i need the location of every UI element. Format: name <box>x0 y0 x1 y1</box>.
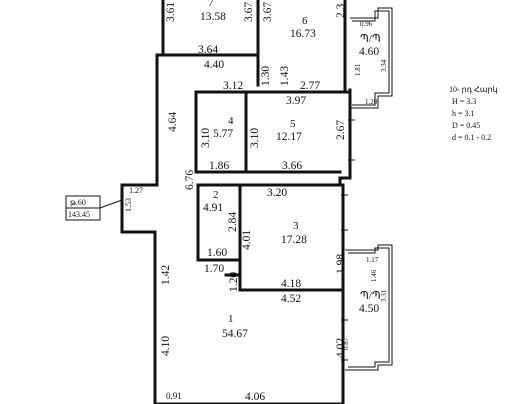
dim-277: 2.77 <box>300 80 320 92</box>
room-7-number: 7 <box>208 0 214 9</box>
dim-366: 3.66 <box>282 160 302 172</box>
info-line-3: D = 0.45 <box>452 121 480 130</box>
dim-146: 1.46 <box>370 269 378 282</box>
small-dimension-labels: 0.96 1.81 3.34 1.20 1.17 1.46 3.31 0.87 <box>342 20 388 350</box>
label-box-top: թ.60 <box>70 198 86 207</box>
dim-464: 4.64 <box>167 112 179 132</box>
dim-284: 2.84 <box>227 212 239 232</box>
dimension-labels: 3.61 3.67 3.67 2.3 3.64 4.40 1.30 1.43 3… <box>124 2 347 403</box>
dim-406: 4.06 <box>245 391 265 403</box>
dim-091: 0.91 <box>166 391 182 401</box>
dim-186: 1.86 <box>209 160 229 172</box>
dim-181: 1.81 <box>354 63 362 76</box>
dim-402: 4.02 <box>335 338 347 358</box>
dim-198: 1.98 <box>335 254 347 274</box>
room-6-area: 16.73 <box>290 28 316 40</box>
dim-130: 1.30 <box>260 66 272 86</box>
room-3-area: 17.28 <box>281 234 307 246</box>
dim-267: 2.67 <box>335 120 347 140</box>
room-5-number: 5 <box>290 118 296 130</box>
dim-452: 4.52 <box>281 293 301 305</box>
dim-361: 3.61 <box>165 2 177 22</box>
info-line-4: d = 0.1 - 0.2 <box>452 133 491 142</box>
info-line-1: H = 3.3 <box>452 97 476 106</box>
dim-334: 3.34 <box>380 59 388 72</box>
dim-367a: 3.67 <box>243 2 255 22</box>
dim-364: 3.64 <box>198 44 218 56</box>
balcony-bottom-area: 4.50 <box>359 303 379 315</box>
dim-160: 1.60 <box>207 247 227 259</box>
dim-418: 4.18 <box>281 278 301 290</box>
dim-153: 1.53 <box>124 198 133 212</box>
room-3-number: 3 <box>293 220 299 232</box>
info-block: 10- րդ Հարկ H = 3.3 h = 3.1 D = 0.45 d =… <box>449 85 498 142</box>
dim-170: 1.70 <box>204 263 224 275</box>
dim-310b: 3.10 <box>249 128 261 148</box>
balcony-bottom <box>345 244 393 371</box>
dim-143: 1.43 <box>279 66 291 86</box>
balcony-top-area: 4.60 <box>359 46 379 58</box>
dim-397: 3.97 <box>286 95 306 107</box>
dim-410: 4.10 <box>160 336 172 356</box>
dim-676: 6.76 <box>184 170 196 190</box>
balcony-top-label: Պ/Պ <box>360 33 381 45</box>
dim-087: 0.87 <box>342 337 350 350</box>
room-labels: 7 13.58 6 16.73 4 5.77 5 12.17 2 4.91 3 … <box>200 0 381 340</box>
info-title: 10- րդ Հարկ <box>449 85 498 94</box>
balcony-top <box>350 7 393 109</box>
dim-331: 3.31 <box>380 289 388 302</box>
room-7-area: 13.58 <box>200 11 226 23</box>
dim-142: 1.42 <box>160 265 172 285</box>
info-line-2: h = 3.1 <box>452 109 475 118</box>
dim-320: 3.20 <box>267 187 287 199</box>
room-2-number: 2 <box>213 189 219 201</box>
outer-walls <box>120 0 352 404</box>
windows <box>341 119 355 361</box>
label-box-bottom: 143.45 <box>68 210 90 219</box>
room-4-number: 4 <box>228 115 234 127</box>
room-5-area: 12.17 <box>276 131 302 143</box>
label-box: թ.60 143.45 <box>65 195 123 221</box>
dim-440: 4.40 <box>204 59 224 71</box>
room-1-number: 1 <box>228 313 234 325</box>
dim-117: 1.17 <box>366 256 379 264</box>
dim-367b: 3.67 <box>262 2 274 22</box>
room-1-area: 54.67 <box>222 328 248 340</box>
dim-310a: 3.10 <box>200 128 212 148</box>
balcony-bottom-label: Պ/Պ <box>360 290 381 302</box>
dim-23: 2.3 <box>335 3 347 18</box>
interior-walls <box>194 53 352 292</box>
dim-096: 0.96 <box>360 20 373 28</box>
dim-120-small: 1.20 <box>365 98 378 106</box>
room-4-area: 5.77 <box>213 128 233 140</box>
dim-312: 3.12 <box>223 80 243 92</box>
dim-127: 1.27 <box>129 186 143 195</box>
dim-401: 4.01 <box>241 230 253 250</box>
dim-120: 1.20 <box>228 272 240 292</box>
room-2-area: 4.91 <box>203 202 223 214</box>
room-6-number: 6 <box>302 15 308 27</box>
